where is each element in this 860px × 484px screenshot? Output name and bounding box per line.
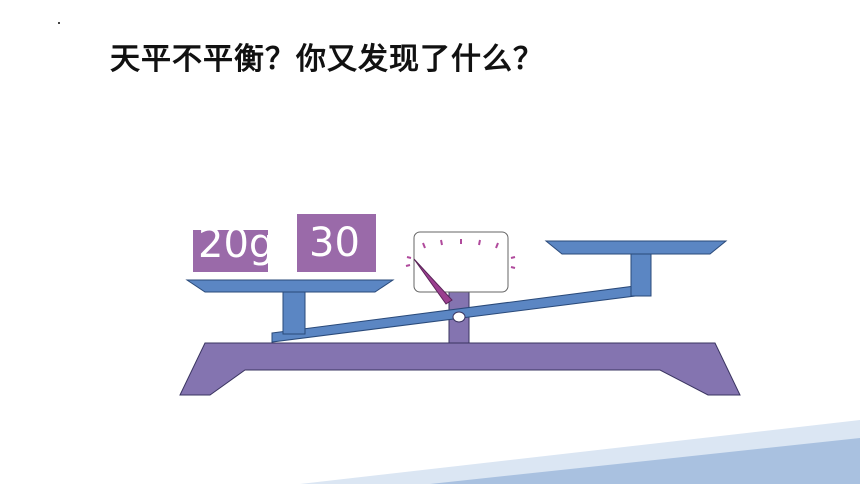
dial-face — [413, 231, 509, 293]
scale-base — [179, 342, 741, 396]
weight-right-label: 30 — [309, 220, 360, 266]
left-pan — [185, 279, 395, 293]
right-pan — [544, 240, 728, 255]
weight-right: 30 — [297, 214, 376, 272]
weight-left-label: 20g — [198, 230, 268, 267]
weight-left: 20g — [193, 230, 268, 272]
footer-stripe — [430, 438, 860, 484]
slide-title: 天平不平衡？你又发现了什么？ — [110, 42, 544, 77]
dial-pointer — [413, 258, 453, 305]
dial-ticks — [405, 239, 516, 269]
pivot-hole — [452, 311, 466, 323]
decorative-dot — [58, 22, 60, 24]
right-pan-stem — [630, 252, 652, 297]
left-pan-stem — [282, 291, 306, 335]
